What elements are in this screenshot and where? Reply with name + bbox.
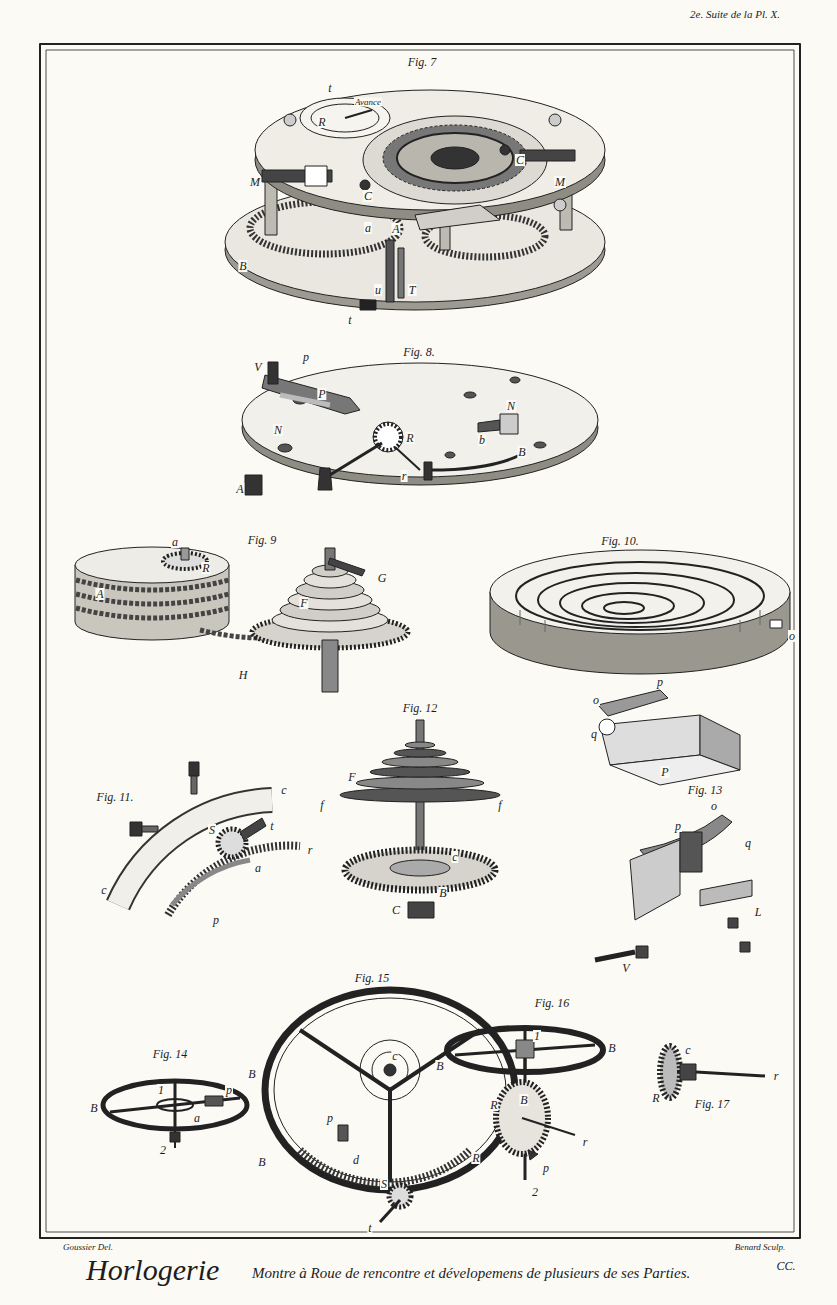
- plate-caption: Montre à Roue de rencontre et dévelopeme…: [252, 1266, 690, 1281]
- figure-number: Fig. 15: [354, 972, 391, 984]
- part-letter: C: [515, 154, 525, 166]
- part-letter: o: [710, 800, 718, 812]
- part-letter: p: [656, 676, 664, 688]
- part-letter: q: [590, 728, 598, 740]
- part-letter: a: [254, 862, 262, 874]
- part-letter: t: [367, 1222, 372, 1234]
- part-letter: p: [542, 1162, 550, 1174]
- part-letter: Goussier Del.: [62, 1243, 114, 1252]
- part-letter: t: [327, 82, 332, 94]
- part-letter: G: [377, 572, 388, 584]
- part-letter: B: [519, 1094, 528, 1106]
- figure-number: Fig. 11.: [96, 791, 135, 803]
- part-letter: p: [674, 820, 682, 832]
- part-letter: 2e. Suite de la Pl. X.: [689, 9, 781, 20]
- part-letter: r: [401, 470, 408, 482]
- figure-number: Fig. 7: [407, 56, 438, 68]
- part-letter: d: [352, 1154, 360, 1166]
- part-letter: B: [435, 1060, 444, 1072]
- part-letter: N: [506, 400, 516, 412]
- figure-number: Fig. 16: [534, 997, 571, 1009]
- part-letter: T: [408, 284, 417, 296]
- part-letter: R: [405, 432, 414, 444]
- part-letter: B: [607, 1042, 616, 1054]
- figure-number: Fig. 10.: [600, 535, 640, 547]
- part-letter: P: [317, 388, 326, 400]
- figure-number: Fig. 8.: [402, 346, 436, 358]
- part-letter: B: [89, 1102, 98, 1114]
- part-letter: c: [391, 1050, 398, 1062]
- part-letter: C: [363, 190, 373, 202]
- part-letter: c: [684, 1044, 691, 1056]
- part-letter: r: [773, 1070, 780, 1082]
- plate-title: Horlogerie: [86, 1255, 219, 1285]
- part-letter: a: [171, 536, 179, 548]
- part-letter: t: [347, 314, 352, 326]
- part-letter: R: [201, 562, 210, 574]
- part-letter: S: [208, 824, 216, 836]
- part-letter: N: [273, 424, 283, 436]
- part-letter: A: [95, 588, 104, 600]
- part-letter: o: [592, 694, 600, 706]
- part-letter: p: [302, 351, 310, 363]
- part-letter: B: [247, 1068, 256, 1080]
- part-letter: R: [651, 1092, 660, 1104]
- part-letter: B: [238, 260, 247, 272]
- figure-number: Fig. 14: [152, 1048, 189, 1060]
- figure-number: Fig. 12: [402, 702, 439, 714]
- part-letter: V: [253, 361, 262, 373]
- part-letter: p: [326, 1112, 334, 1124]
- part-letter: q: [744, 837, 752, 849]
- part-letter: f: [497, 799, 502, 811]
- part-letter: A: [235, 483, 244, 495]
- part-letter: P: [660, 766, 669, 778]
- part-letter: S: [380, 1178, 388, 1190]
- part-letter: 2: [531, 1186, 539, 1198]
- part-letter: H: [238, 669, 249, 681]
- part-letter: b: [478, 434, 486, 446]
- part-letter: o: [788, 630, 796, 642]
- part-letter: a: [193, 1112, 201, 1124]
- part-letter: A: [391, 223, 400, 235]
- part-letter: CC.: [775, 1260, 796, 1272]
- part-letter: c: [100, 884, 107, 896]
- part-letter: R: [317, 116, 326, 128]
- part-letter: t: [269, 820, 274, 832]
- part-letter: V: [621, 962, 630, 974]
- part-letter: B: [517, 446, 526, 458]
- part-letter: 1: [533, 1030, 541, 1042]
- part-letter: Avance: [354, 98, 382, 107]
- part-letter: Benard Sculp.: [734, 1243, 787, 1252]
- part-letter: c: [451, 851, 458, 863]
- part-letter: R: [489, 1099, 498, 1111]
- figure-number: Fig. 13: [687, 784, 724, 796]
- part-letter: u: [374, 284, 382, 296]
- part-letter: R: [471, 1152, 480, 1164]
- part-letter: B: [438, 887, 447, 899]
- part-letter: L: [754, 906, 763, 918]
- part-letter: a: [364, 222, 372, 234]
- part-letter: p: [225, 1084, 233, 1096]
- part-letter: r: [582, 1136, 589, 1148]
- figure-number: Fig. 17: [694, 1098, 731, 1110]
- part-letter: F: [347, 771, 356, 783]
- part-letter: B: [257, 1156, 266, 1168]
- part-letter: f: [319, 799, 324, 811]
- part-letter: r: [307, 844, 314, 856]
- part-letter: C: [391, 904, 401, 916]
- part-letter: M: [249, 176, 261, 188]
- part-letter: c: [280, 784, 287, 796]
- figure-number: Fig. 9: [247, 534, 278, 546]
- part-letter: p: [212, 914, 220, 926]
- part-letter: F: [299, 597, 308, 609]
- part-letter: M: [554, 176, 566, 188]
- part-letter: 2: [159, 1144, 167, 1156]
- part-letter: 1: [157, 1084, 165, 1096]
